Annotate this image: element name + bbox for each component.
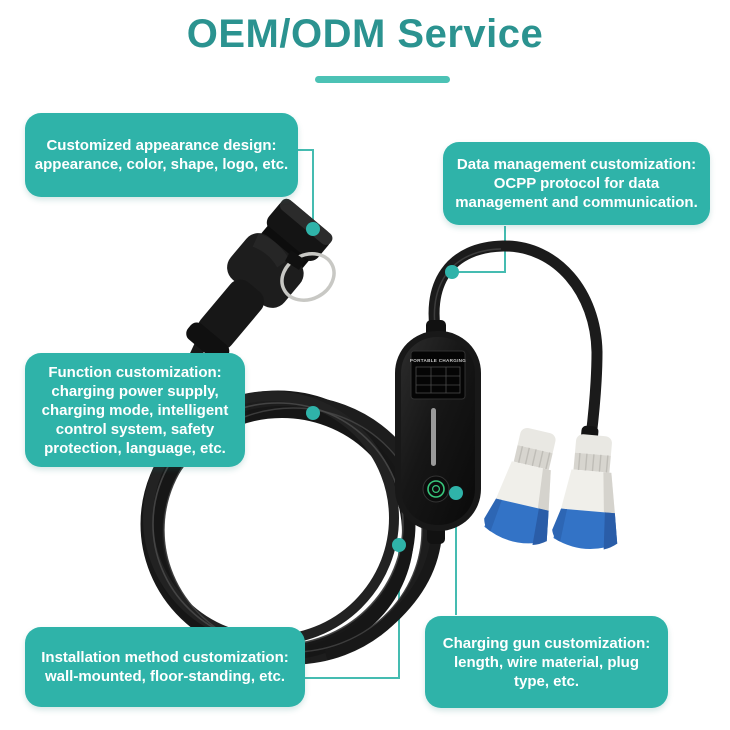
callout-data-management: Data management customization: OCPP prot… xyxy=(443,142,710,225)
portable-charger-box: PORTABLE CHARGING xyxy=(395,320,481,544)
page-title: OEM/ODM Service xyxy=(186,12,544,56)
callout-text-line: Function customization: xyxy=(48,363,222,381)
charger-screen-title: PORTABLE CHARGING xyxy=(410,358,466,363)
charger-light-strip xyxy=(431,408,436,466)
title-underline xyxy=(315,76,450,83)
callout-text-line: protection, language, etc. xyxy=(44,439,226,457)
cable-box-to-coil xyxy=(324,526,443,661)
charger-power-button xyxy=(422,475,450,503)
callout-text-line: appearance, color, shape, logo, etc. xyxy=(34,156,289,173)
callout-text-line: Data management customization: xyxy=(456,156,697,173)
connector-line-appearance xyxy=(298,149,314,223)
connector-line-installation xyxy=(304,549,400,679)
connector-dot-appearance xyxy=(306,222,320,236)
callout-text-line: OCPP protocol for data xyxy=(493,175,660,192)
callout-text-line: length, wire material, plug xyxy=(453,653,640,671)
connector-dot-function xyxy=(306,406,320,420)
callout-text-line: Installation method customization: xyxy=(41,649,289,666)
callout-text-line: control system, safety xyxy=(55,420,215,438)
callout-connector-dots xyxy=(306,222,463,552)
callout-text-line: Customized appearance design: xyxy=(46,137,277,154)
callout-text-line: charging mode, intelligent xyxy=(41,401,229,419)
callout-text-line: charging power supply, xyxy=(51,382,219,400)
callout-text-line: type, etc. xyxy=(513,672,580,690)
charger-screen: PORTABLE CHARGING xyxy=(410,350,466,400)
connector-dot-data-management xyxy=(445,265,459,279)
charging-gun-connector xyxy=(186,198,336,363)
callout-function-customization: Function customization: charging power s… xyxy=(25,353,245,467)
callout-appearance-design: Customized appearance design: appearance… xyxy=(25,113,298,197)
connector-dot-charging-gun xyxy=(449,486,463,500)
callout-installation-method: Installation method customization: wall-… xyxy=(25,627,305,707)
callout-text-line: Charging gun customization: xyxy=(442,634,651,652)
callout-text-line: wall-mounted, floor-standing, etc. xyxy=(45,668,285,685)
cee-plug-right xyxy=(550,431,628,553)
cee-plug-pair xyxy=(479,422,628,553)
callout-charging-gun: Charging gun customization: length, wire… xyxy=(425,616,668,708)
connector-dot-installation xyxy=(392,538,406,552)
cable-box-to-plug-arc xyxy=(428,240,603,438)
callout-text-line: management and communication. xyxy=(455,194,698,211)
